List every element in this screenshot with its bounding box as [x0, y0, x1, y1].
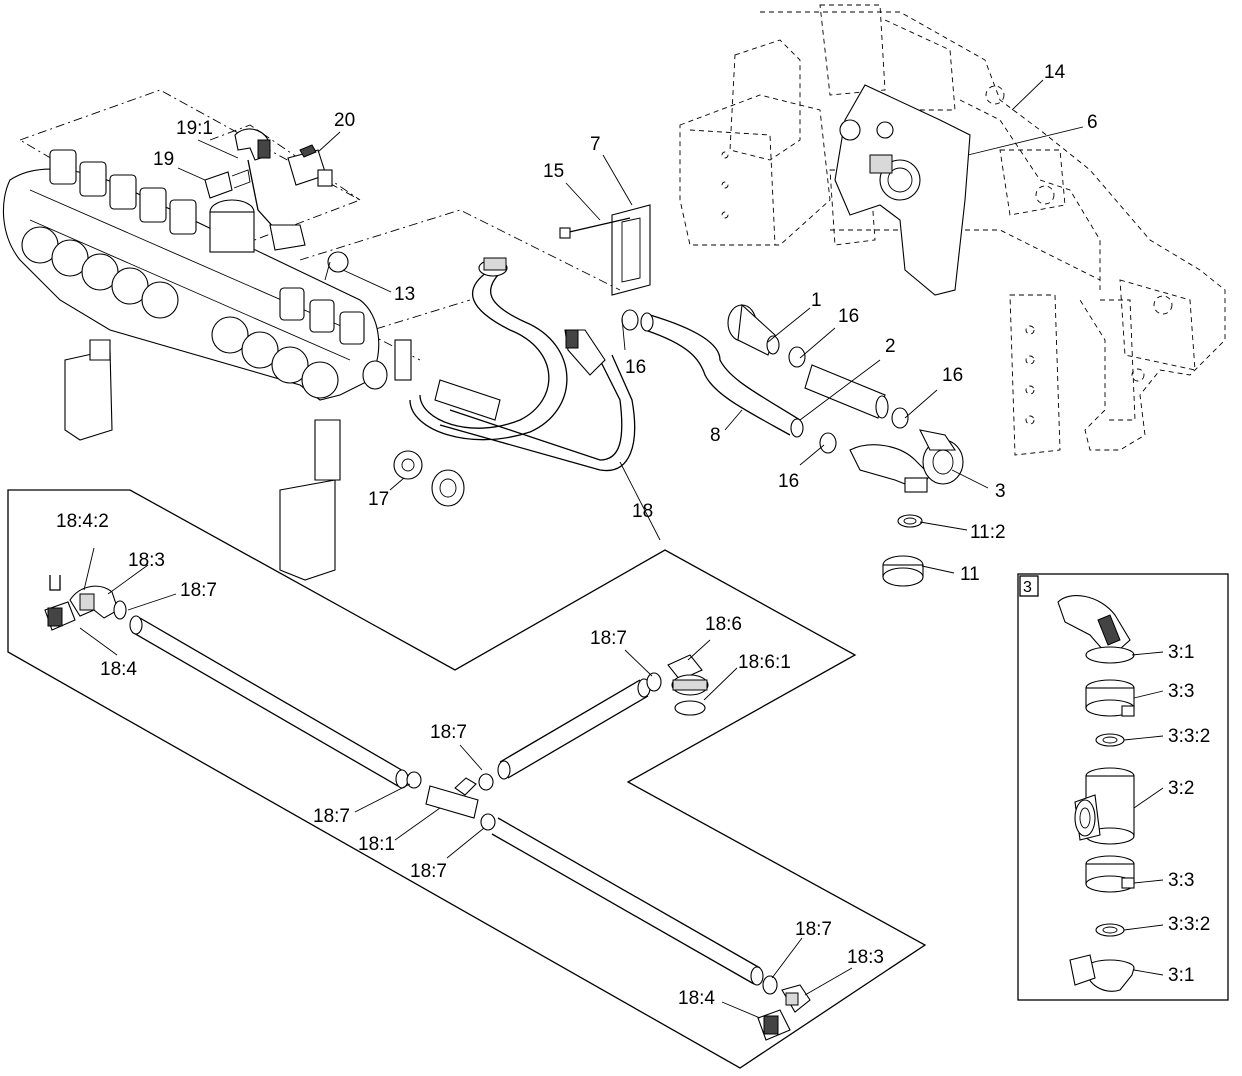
- callout-18-6: 18:6: [705, 614, 742, 635]
- callouts-main: 1 2 3 6 7 8 11 11:2 13 14 15 16 16 16 16…: [153, 62, 1098, 585]
- callout-13: 13: [394, 284, 415, 305]
- hose-2: [788, 346, 909, 429]
- callouts-detail-18: 18:4:2 18:3 18:7 18:4 18:7 18:6 18:6:1 1…: [56, 511, 884, 1009]
- bracket-7-and-bolt-15: [559, 204, 651, 296]
- callout-14: 14: [1044, 62, 1066, 83]
- callout-16-d: 16: [778, 471, 799, 492]
- callout-8: 8: [710, 425, 721, 446]
- callout-18-4-a: 18:4: [100, 659, 137, 680]
- callout-1: 1: [811, 290, 822, 311]
- callout-18: 18: [632, 501, 653, 522]
- callout-11: 11: [960, 564, 980, 585]
- callout-15: 15: [543, 161, 564, 182]
- elbow-assembly-3: [819, 429, 964, 493]
- detail-3-tag: 3: [1023, 579, 1032, 596]
- callout-3-1-a: 3:1: [1168, 642, 1194, 663]
- callout-20: 20: [334, 110, 355, 131]
- callout-18-1: 18:1: [358, 834, 395, 855]
- callout-18-7-f: 18:7: [795, 919, 832, 940]
- callout-18-4-2: 18:4:2: [56, 511, 109, 532]
- detail-18-outline: [7, 489, 927, 1069]
- callout-18-7-a: 18:7: [180, 580, 217, 601]
- callout-18-7-b: 18:7: [590, 628, 627, 649]
- callout-16-b: 16: [625, 357, 646, 378]
- ring-nut-11: [882, 514, 924, 587]
- callout-18-7-c: 18:7: [430, 722, 467, 743]
- callout-3-3-a: 3:3: [1168, 681, 1194, 702]
- callout-7: 7: [590, 134, 601, 155]
- callout-18-7-e: 18:7: [410, 861, 447, 882]
- callout-18-3-a: 18:3: [128, 550, 165, 571]
- detail-18-parts: [44, 575, 811, 1041]
- callout-2: 2: [885, 336, 896, 357]
- detail-3-box: [1017, 573, 1229, 1001]
- hose-8: [621, 309, 804, 438]
- bracket-plate-6: [834, 84, 971, 296]
- frame-assembly: [679, 4, 1226, 456]
- callout-3-2: 3:2: [1168, 778, 1194, 799]
- callout-16-c: 16: [942, 365, 963, 386]
- leader-lines: [79, 79, 1164, 1019]
- boom-valve-section: [2, 89, 621, 581]
- adapter-1: [727, 303, 780, 356]
- callout-18-6-1: 18:6:1: [738, 652, 791, 673]
- hose-18: [409, 257, 636, 472]
- callout-3-3-2-b: 3:3:2: [1168, 914, 1210, 935]
- callouts-detail-3: 3 3:1 3:3 3:3:2 3:2 3:3 3:3:2 3:1: [1023, 579, 1210, 986]
- callout-3-3-b: 3:3: [1168, 870, 1194, 891]
- fittings-19-20-13: [204, 128, 349, 281]
- callout-6: 6: [1087, 112, 1098, 133]
- washers-17: [393, 450, 465, 507]
- callout-19: 19: [153, 149, 174, 170]
- callout-11-2: 11:2: [970, 522, 1006, 543]
- callout-16-a: 16: [838, 306, 859, 327]
- callout-17: 17: [368, 489, 389, 510]
- callout-3-3-2-a: 3:3:2: [1168, 726, 1210, 747]
- detail-3-parts: [1057, 595, 1135, 992]
- callout-18-3-b: 18:3: [847, 947, 884, 968]
- callout-18-4-b: 18:4: [678, 988, 715, 1009]
- callout-3: 3: [995, 481, 1006, 502]
- callout-19-1: 19:1: [176, 118, 213, 139]
- callout-18-7-d: 18:7: [313, 806, 350, 827]
- callout-3-1-b: 3:1: [1168, 965, 1194, 986]
